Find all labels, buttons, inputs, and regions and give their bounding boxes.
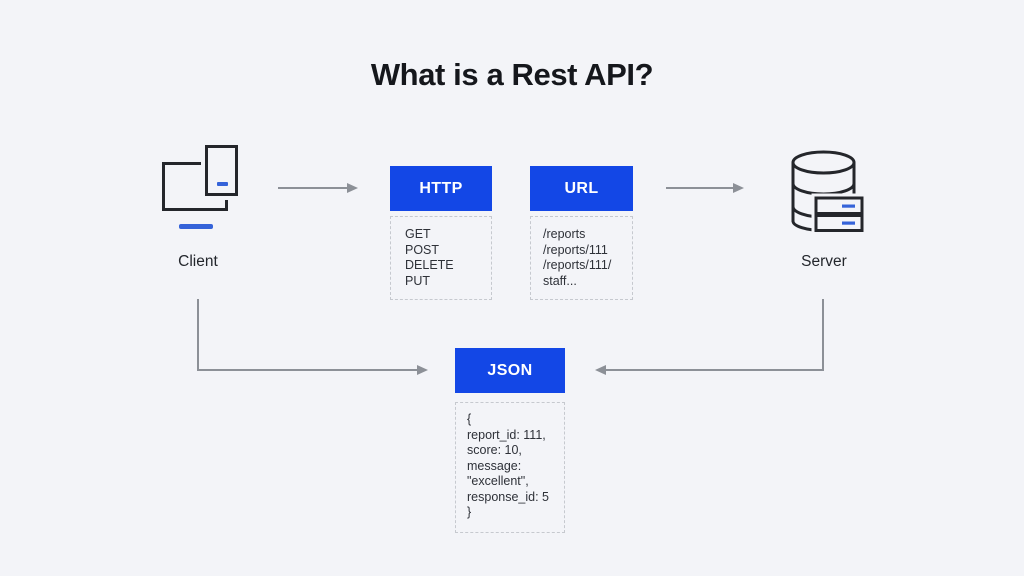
arrowhead-right-3	[417, 365, 428, 375]
http-methods-panel: GET POST DELETE PUT	[390, 216, 492, 300]
arrow-client-to-json	[197, 299, 418, 371]
page-title: What is a Rest API?	[370, 57, 654, 92]
json-body-line: report_id: 111,	[467, 427, 546, 442]
db-separator-1	[791, 182, 856, 196]
server-icon	[791, 150, 867, 235]
json-body-line: score: 10,	[467, 443, 522, 457]
http-method: GET	[405, 227, 431, 241]
json-body-line: {	[467, 412, 472, 426]
server-racks	[811, 193, 867, 235]
json-body-line: response_id: 5	[467, 489, 550, 504]
rack-led-1	[842, 204, 855, 208]
arrow-server-to-json	[605, 299, 824, 371]
url-path: staff...	[543, 273, 577, 288]
phone-home-bar-icon	[217, 182, 228, 186]
http-method: POST	[405, 242, 440, 257]
http-box: HTTP	[390, 166, 492, 211]
http-method: DELETE	[405, 258, 454, 272]
arrowhead-right-1	[347, 183, 358, 193]
url-box: URL	[530, 166, 633, 211]
server-label: Server	[801, 253, 847, 270]
json-body-panel: { report_id: 111, score: 10, message: "e…	[455, 402, 565, 533]
url-path: /reports/111/	[543, 258, 612, 272]
json-box: JSON	[455, 348, 565, 393]
http-method: PUT	[405, 273, 430, 288]
json-body-line: "excellent",	[467, 474, 529, 488]
db-top-ellipse	[791, 150, 856, 175]
monitor-base-icon	[179, 224, 213, 229]
rack-led-2	[842, 221, 855, 225]
phone-icon	[205, 145, 238, 196]
json-body-line: message:	[467, 458, 522, 473]
url-path: /reports/111	[543, 242, 608, 257]
url-paths-panel: /reports /reports/111 /reports/111/ staf…	[530, 216, 633, 300]
url-path: /reports	[543, 227, 586, 241]
client-label: Client	[178, 253, 218, 270]
json-body-line: }	[467, 505, 472, 519]
arrowhead-left-1	[595, 365, 606, 375]
arrowhead-right-2	[733, 183, 744, 193]
